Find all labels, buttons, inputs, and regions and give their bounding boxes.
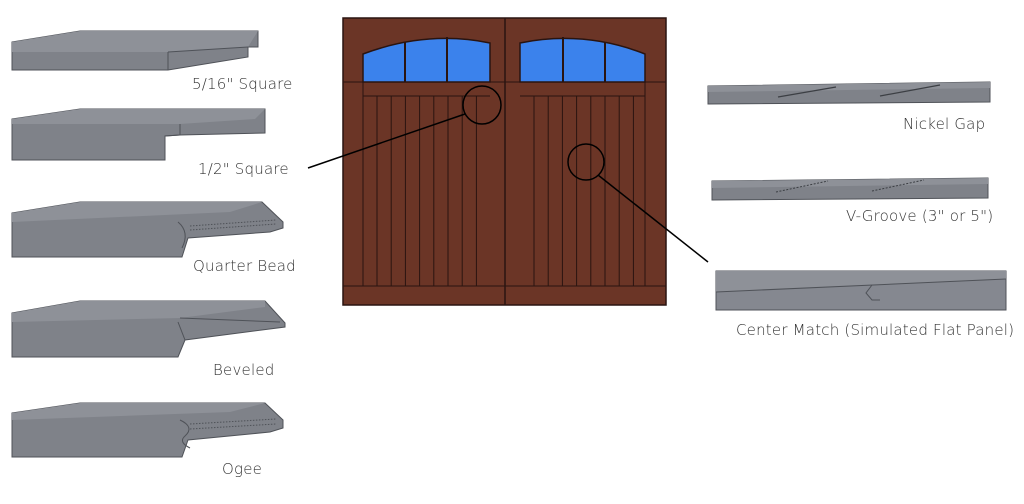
profile-square-5-16 bbox=[11, 30, 259, 71]
label-quarter-bead: Quarter Bead bbox=[193, 257, 296, 275]
profile-nickel-gap bbox=[707, 81, 991, 105]
window-left bbox=[362, 37, 491, 83]
callout-line-left bbox=[307, 113, 466, 169]
label-center-match: Center Match (Simulated Flat Panel) bbox=[736, 321, 1015, 339]
profile-beveled bbox=[11, 300, 286, 358]
profile-v-groove bbox=[711, 177, 989, 201]
profile-center-match bbox=[715, 270, 1007, 311]
callout-circle-bottom bbox=[567, 143, 605, 181]
callout-line-right bbox=[597, 174, 709, 263]
label-square-5-16: 5/16" Square bbox=[192, 75, 293, 93]
label-square-1-2: 1/2" Square bbox=[198, 160, 289, 178]
callout-circle-top bbox=[462, 85, 502, 125]
door-planks bbox=[376, 96, 634, 286]
label-beveled: Beveled bbox=[213, 361, 275, 379]
label-ogee: Ogee bbox=[222, 460, 263, 478]
callouts bbox=[307, 85, 709, 263]
label-nickel-gap: Nickel Gap bbox=[903, 115, 986, 133]
garage-door bbox=[342, 17, 667, 306]
label-v-groove: V-Groove (3" or 5") bbox=[846, 207, 994, 225]
profile-ogee bbox=[11, 402, 284, 458]
profile-quarter-bead bbox=[11, 201, 284, 258]
profile-square-1-2 bbox=[11, 108, 266, 161]
